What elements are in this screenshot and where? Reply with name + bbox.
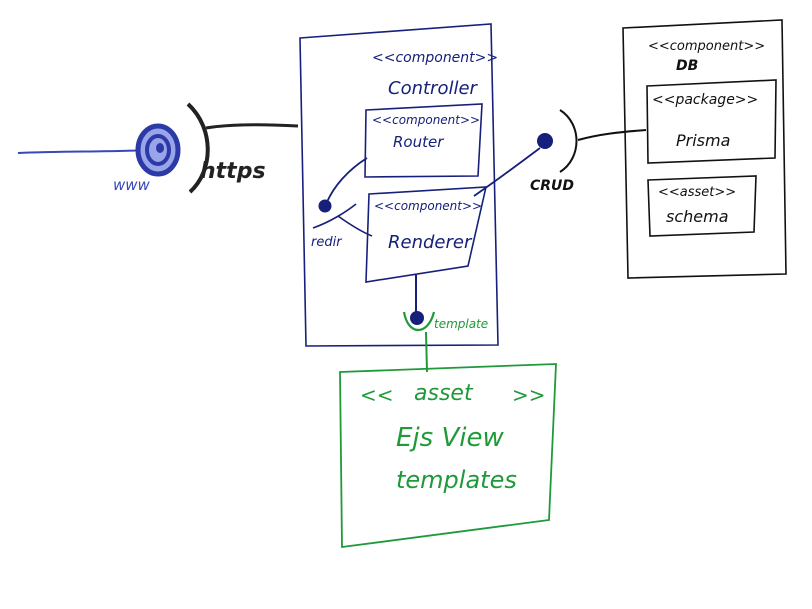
views-stereotype-word: asset	[414, 381, 474, 406]
renderer-box	[365, 186, 488, 283]
globe-icon	[135, 123, 181, 177]
router-box	[364, 103, 483, 178]
prisma-box	[646, 79, 777, 164]
crud-interface: CRUD	[530, 109, 647, 194]
views-stereotype-open: <<	[360, 383, 394, 407]
redir-socket	[312, 203, 357, 229]
redir-renderer-line	[337, 215, 373, 237]
template-interface: template	[402, 311, 488, 373]
router-redir-line	[326, 157, 368, 203]
crud-socket	[559, 109, 578, 173]
controller-stereotype: <<component>>	[372, 50, 498, 66]
schema-asset: <<asset>> schema	[647, 175, 757, 237]
protocol-label: https	[200, 159, 266, 184]
redir-label: redir	[311, 235, 343, 250]
client-connector-line	[17, 149, 149, 154]
http-connector-line	[205, 123, 299, 130]
renderer-name: Renderer	[388, 232, 473, 253]
db-box	[622, 19, 787, 279]
controller-component: <<component>> Controller <<component>> R…	[299, 23, 541, 347]
prisma-stereotype: <<package>>	[652, 92, 758, 108]
renderer-stereotype: <<component>>	[374, 199, 482, 213]
template-connector-line	[425, 331, 428, 373]
schema-box	[647, 175, 757, 237]
db-name: DB	[676, 58, 698, 74]
views-name-line2: templates	[396, 466, 517, 494]
db-component: <<component>> DB <<package>> Prisma <<as…	[622, 19, 787, 279]
crud-label: CRUD	[530, 178, 574, 194]
router-stereotype: <<component>>	[372, 113, 480, 127]
prisma-package: <<package>> Prisma	[646, 79, 777, 164]
prisma-name: Prisma	[676, 131, 730, 150]
controller-box	[299, 23, 499, 347]
globe-label: www	[113, 176, 151, 194]
crud-connector-line	[577, 129, 647, 141]
template-socket	[402, 311, 436, 331]
template-port-icon	[410, 311, 424, 325]
views-name-line1: Ejs View	[396, 423, 504, 453]
router-component: <<component>> Router	[364, 103, 483, 178]
views-stereotype-close: >>	[512, 383, 546, 407]
renderer-crud-line	[473, 147, 541, 197]
schema-name: schema	[666, 207, 729, 226]
schema-stereotype: <<asset>>	[658, 185, 736, 200]
views-asset: << asset >> Ejs View templates	[339, 363, 557, 549]
redir-port-icon	[318, 199, 332, 213]
http-socket	[186, 102, 210, 194]
crud-port-icon	[537, 133, 553, 149]
views-box	[339, 363, 557, 549]
renderer-component: <<component>> Renderer	[365, 186, 488, 283]
router-name: Router	[393, 133, 444, 151]
db-stereotype: <<component>>	[648, 39, 765, 54]
template-port-label: template	[434, 317, 488, 331]
external-client: www https	[17, 102, 299, 194]
controller-name: Controller	[388, 78, 479, 99]
